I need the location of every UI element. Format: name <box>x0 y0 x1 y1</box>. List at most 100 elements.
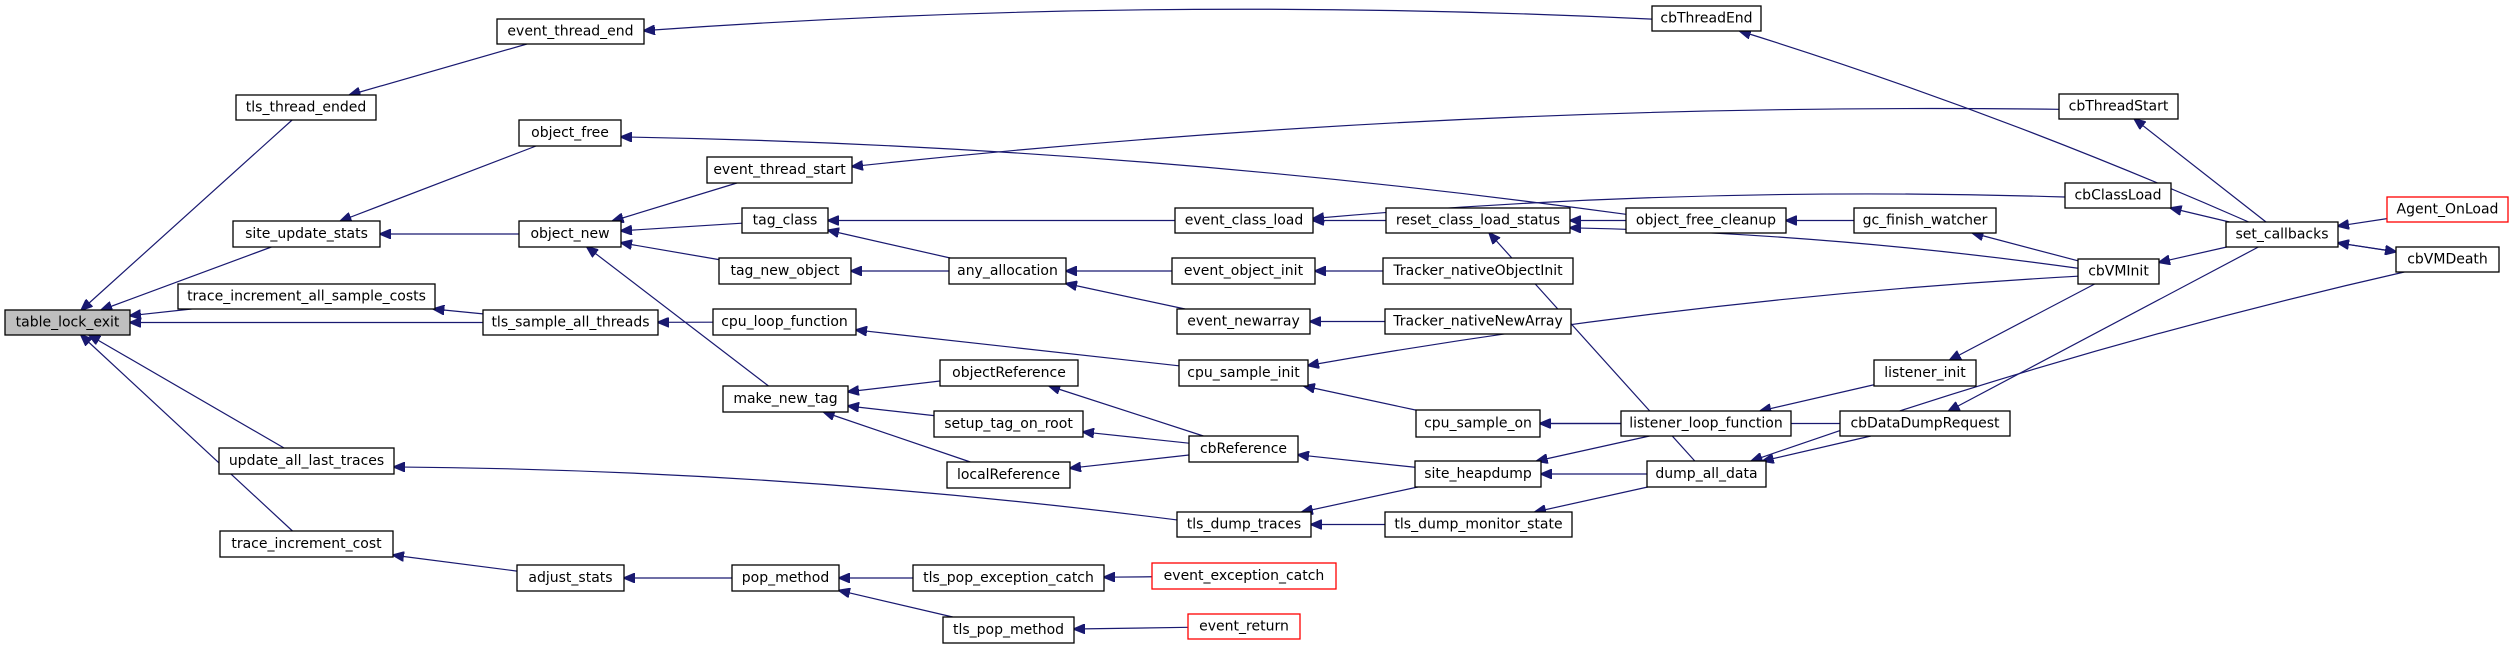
node-trace_increment_cost[interactable]: trace_increment_cost <box>219 530 394 558</box>
node-cbDataDumpRequest[interactable]: cbDataDumpRequest <box>1839 410 2011 437</box>
node-box[interactable] <box>1178 359 1309 387</box>
node-cbVMInit[interactable]: cbVMInit <box>2077 258 2160 285</box>
node-cpu_sample_init[interactable]: cpu_sample_init <box>1178 359 1309 387</box>
node-Agent_OnLoad[interactable]: Agent_OnLoad <box>2386 196 2509 223</box>
node-box[interactable] <box>1384 511 1573 538</box>
node-event_object_init[interactable]: event_object_init <box>1171 257 1316 285</box>
node-cbReference[interactable]: cbReference <box>1188 435 1299 463</box>
node-box[interactable] <box>1414 460 1542 488</box>
node-box[interactable] <box>2058 93 2179 120</box>
node-cbThreadEnd[interactable]: cbThreadEnd <box>1651 5 1762 32</box>
node-dump_all_data[interactable]: dump_all_data <box>1646 460 1767 488</box>
node-set_callbacks[interactable]: set_callbacks <box>2225 221 2339 248</box>
node-box[interactable] <box>218 447 395 475</box>
node-box[interactable] <box>1382 257 1574 285</box>
node-box[interactable] <box>232 220 381 248</box>
node-site_update_stats[interactable]: site_update_stats <box>232 220 381 248</box>
node-tls_dump_monitor_state[interactable]: tls_dump_monitor_state <box>1384 511 1573 538</box>
node-box[interactable] <box>2225 221 2339 248</box>
node-box[interactable] <box>933 410 1084 438</box>
node-box[interactable] <box>4 309 131 336</box>
node-event_return[interactable]: event_return <box>1187 613 1301 640</box>
node-box[interactable] <box>948 257 1067 285</box>
node-object_free[interactable]: object_free <box>518 119 622 147</box>
node-box[interactable] <box>516 564 625 592</box>
node-cbThreadStart[interactable]: cbThreadStart <box>2058 93 2179 120</box>
node-box[interactable] <box>235 94 377 121</box>
node-reset_class_load_status[interactable]: reset_class_load_status <box>1385 207 1571 234</box>
node-box[interactable] <box>1385 207 1571 234</box>
node-box[interactable] <box>722 385 849 413</box>
node-box[interactable] <box>1415 409 1541 438</box>
node-any_allocation[interactable]: any_allocation <box>948 257 1067 285</box>
node-box[interactable] <box>1171 257 1316 285</box>
node-event_thread_start[interactable]: event_thread_start <box>706 156 853 184</box>
node-event_thread_end[interactable]: event_thread_end <box>496 18 645 45</box>
node-tag_new_object[interactable]: tag_new_object <box>718 257 852 285</box>
node-box[interactable] <box>1187 613 1301 640</box>
node-make_new_tag[interactable]: make_new_tag <box>722 385 849 413</box>
node-listener_init[interactable]: listener_init <box>1873 359 1977 387</box>
node-box[interactable] <box>706 156 853 184</box>
node-gc_finish_watcher[interactable]: gc_finish_watcher <box>1853 207 1997 234</box>
node-cbClassLoad[interactable]: cbClassLoad <box>2064 182 2172 209</box>
node-box[interactable] <box>1188 435 1299 463</box>
node-box[interactable] <box>1853 207 1997 234</box>
node-event_exception_catch[interactable]: event_exception_catch <box>1151 562 1337 590</box>
node-pop_method[interactable]: pop_method <box>731 564 840 592</box>
node-cpu_sample_on[interactable]: cpu_sample_on <box>1415 409 1541 438</box>
node-box[interactable] <box>1839 410 2011 437</box>
node-box[interactable] <box>1625 207 1787 234</box>
node-box[interactable] <box>1620 410 1792 437</box>
node-object_new[interactable]: object_new <box>518 220 622 248</box>
node-tls_pop_exception_catch[interactable]: tls_pop_exception_catch <box>912 564 1105 592</box>
node-update_all_last_traces[interactable]: update_all_last_traces <box>218 447 395 475</box>
node-box[interactable] <box>942 616 1075 644</box>
node-cpu_loop_function[interactable]: cpu_loop_function <box>712 308 857 336</box>
node-box[interactable] <box>518 119 622 147</box>
node-cbVMDeath[interactable]: cbVMDeath <box>2395 246 2500 273</box>
node-box[interactable] <box>1646 460 1767 488</box>
node-Tracker_nativeNewArray[interactable]: Tracker_nativeNewArray <box>1384 308 1572 335</box>
node-listener_loop_function[interactable]: listener_loop_function <box>1620 410 1792 437</box>
node-box[interactable] <box>912 564 1105 592</box>
node-box[interactable] <box>219 530 394 558</box>
node-box[interactable] <box>2077 258 2160 285</box>
node-box[interactable] <box>2395 246 2500 273</box>
node-site_heapdump[interactable]: site_heapdump <box>1414 460 1542 488</box>
node-box[interactable] <box>177 283 436 310</box>
node-trace_increment_all_sample_costs[interactable]: trace_increment_all_sample_costs <box>177 283 436 310</box>
node-setup_tag_on_root[interactable]: setup_tag_on_root <box>933 410 1084 438</box>
node-tls_pop_method[interactable]: tls_pop_method <box>942 616 1075 644</box>
node-box[interactable] <box>1873 359 1977 387</box>
node-tag_class[interactable]: tag_class <box>741 207 829 234</box>
node-box[interactable] <box>1174 207 1314 234</box>
node-objectReference[interactable]: objectReference <box>939 359 1079 387</box>
node-box[interactable] <box>741 207 829 234</box>
node-event_class_load[interactable]: event_class_load <box>1174 207 1314 234</box>
node-box[interactable] <box>2064 182 2172 209</box>
node-box[interactable] <box>1176 308 1311 335</box>
node-box[interactable] <box>1384 308 1572 335</box>
node-table_lock_exit[interactable]: table_lock_exit <box>4 309 131 336</box>
node-adjust_stats[interactable]: adjust_stats <box>516 564 625 592</box>
node-event_newarray[interactable]: event_newarray <box>1176 308 1311 335</box>
node-box[interactable] <box>496 18 645 45</box>
node-box[interactable] <box>518 220 622 248</box>
node-box[interactable] <box>731 564 840 592</box>
node-box[interactable] <box>2386 196 2509 223</box>
node-box[interactable] <box>1651 5 1762 32</box>
node-localReference[interactable]: localReference <box>946 461 1071 489</box>
node-box[interactable] <box>946 461 1071 489</box>
node-box[interactable] <box>482 309 659 336</box>
node-box[interactable] <box>718 257 852 285</box>
node-object_free_cleanup[interactable]: object_free_cleanup <box>1625 207 1787 234</box>
node-box[interactable] <box>712 308 857 336</box>
node-tls_sample_all_threads[interactable]: tls_sample_all_threads <box>482 309 659 336</box>
node-Tracker_nativeObjectInit[interactable]: Tracker_nativeObjectInit <box>1382 257 1574 285</box>
node-box[interactable] <box>939 359 1079 387</box>
node-tls_thread_ended[interactable]: tls_thread_ended <box>235 94 377 121</box>
node-box[interactable] <box>1176 511 1312 538</box>
node-tls_dump_traces[interactable]: tls_dump_traces <box>1176 511 1312 538</box>
node-box[interactable] <box>1151 562 1337 590</box>
